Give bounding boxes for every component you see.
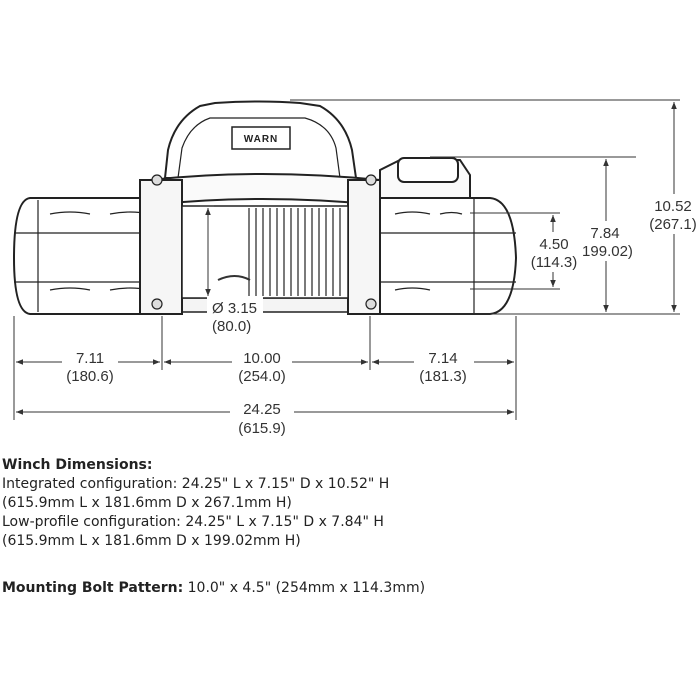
svg-text:(181.3): (181.3) (419, 368, 467, 385)
lowprofile-config-metric: (615.9mm L x 181.6mm D x 199.02mm H) (2, 533, 301, 549)
svg-text:10.00: 10.00 (243, 350, 281, 367)
lowprofile-config-line: Low-profile configuration: 24.25" L x 7.… (2, 514, 384, 530)
winch-body (12, 100, 518, 315)
svg-text:10.52: 10.52 (654, 198, 692, 215)
winch-dimensions-heading: Winch Dimensions: (2, 457, 153, 473)
svg-text:(114.3): (114.3) (531, 254, 577, 271)
svg-text:(267.1): (267.1) (649, 216, 697, 233)
svg-text:WARN: WARN (244, 134, 279, 145)
svg-text:Ø 3.15: Ø 3.15 (212, 300, 257, 317)
dim-left-section: 7.11 (180.6) (16, 346, 160, 386)
svg-text:7.14: 7.14 (428, 350, 457, 367)
dim-overall-length: 24.25 (615.9) (16, 398, 514, 440)
winch-dimension-drawing: WARN 10.52 (267.1) 7.84 (199.02) 4.50 (12, 99, 700, 440)
bolt-pattern-value: 10.0" x 4.5" (254mm x 114.3mm) (183, 580, 426, 596)
dim-drum-diameter: Ø 3.15 (80.0) (205, 208, 263, 336)
svg-text:7.84: 7.84 (590, 225, 619, 242)
winch-specs: Winch Dimensions: Integrated configurati… (2, 456, 692, 598)
integrated-config-line: Integrated configuration: 24.25" L x 7.1… (2, 476, 390, 492)
svg-text:24.25: 24.25 (243, 401, 281, 418)
svg-text:(199.02): (199.02) (577, 243, 633, 260)
dim-bolt-depth: 4.50 (114.3) (526, 215, 582, 287)
dim-overall-height: 10.52 (267.1) (646, 102, 700, 312)
right-gearbox-housing (379, 197, 518, 315)
svg-text:7.11: 7.11 (76, 350, 104, 367)
svg-text:(615.9): (615.9) (238, 420, 286, 437)
bolt-pattern-heading: Mounting Bolt Pattern: (2, 580, 184, 596)
integrated-config-metric: (615.9mm L x 181.6mm D x 267.1mm H) (2, 495, 292, 511)
svg-text:(254.0): (254.0) (238, 368, 286, 385)
svg-text:(80.0): (80.0) (212, 318, 251, 335)
dim-drum-length: 10.00 (254.0) (164, 346, 368, 386)
svg-text:4.50: 4.50 (539, 236, 568, 253)
dim-right-section: 7.14 (181.3) (372, 346, 514, 386)
warn-logo: WARN (231, 126, 291, 150)
bolt-pattern-line: Mounting Bolt Pattern: 10.0" x 4.5" (254… (2, 579, 692, 598)
rope-drum (181, 205, 349, 299)
svg-text:(180.6): (180.6) (66, 368, 114, 385)
control-handle (397, 157, 459, 183)
